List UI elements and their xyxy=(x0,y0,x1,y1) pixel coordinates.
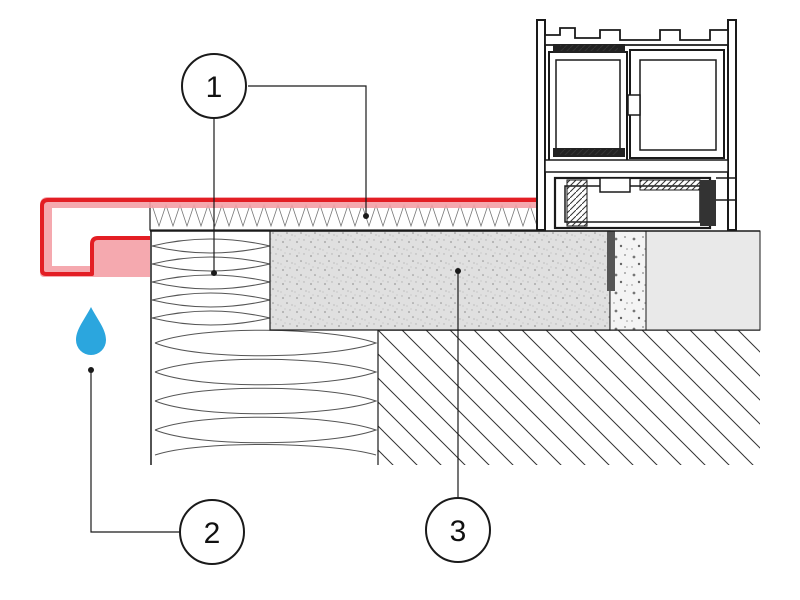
insulation xyxy=(150,231,379,465)
callout-3-number: 3 xyxy=(450,515,467,548)
external-sill-flashing-outline xyxy=(40,198,540,276)
callout-1-leader-dot-a xyxy=(363,213,369,219)
callout-3: 3 xyxy=(425,497,491,563)
callout-1-leader-dot-b xyxy=(211,270,217,276)
callout-1-leader-a xyxy=(248,85,367,215)
thin-insulation-pattern xyxy=(151,203,538,228)
callout-3-leader-dot xyxy=(455,268,461,274)
interior-wall xyxy=(645,230,761,331)
callout-2-leader-dot xyxy=(88,367,94,373)
window-frame-profile xyxy=(536,19,737,231)
stone-sill-block xyxy=(269,230,611,331)
mortar-strip xyxy=(609,230,647,331)
callout-1: 1 xyxy=(181,53,247,119)
mortar-profile xyxy=(607,231,615,291)
callout-1-number: 1 xyxy=(206,71,223,104)
callout-2-leader xyxy=(90,370,180,533)
callout-2-number: 2 xyxy=(204,517,221,550)
masonry-wall xyxy=(378,330,760,465)
water-drop-icon xyxy=(76,307,106,355)
callout-2: 2 xyxy=(179,499,245,565)
